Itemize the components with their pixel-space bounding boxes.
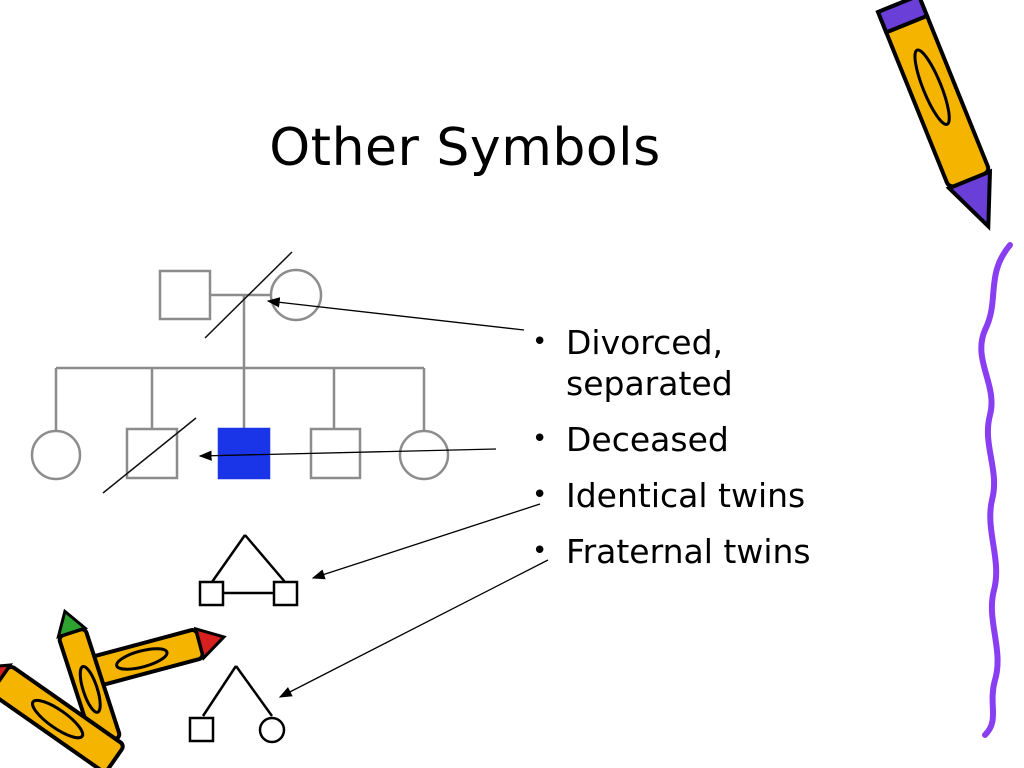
bullet-fraternal-twins: Fraternal twins: [528, 531, 908, 572]
identical-twin-square: [198, 580, 225, 607]
bullet-text: Divorced,: [566, 323, 724, 362]
arrow-identical: [311, 503, 541, 580]
divorce-slash: [204, 251, 293, 339]
arrow-divorced: [266, 297, 525, 331]
bullet-list: Divorced, separated Deceased Identical t…: [528, 322, 908, 587]
crayon-icon: [0, 663, 125, 768]
arrow-fraternal: [278, 559, 549, 698]
arrow-deceased: [198, 448, 497, 461]
twin-branch-right: [234, 665, 274, 717]
parent-female-circle: [269, 268, 323, 322]
bullet-deceased: Deceased: [528, 419, 908, 460]
pencil-icon: [875, 0, 993, 231]
twin-branch-left: [201, 665, 238, 717]
crayon-icon: [79, 626, 227, 690]
slide-title: Other Symbols: [269, 118, 661, 178]
fraternal-twin-circle: [258, 716, 286, 744]
twin-branch-left: [210, 534, 247, 583]
deceased-slash: [102, 417, 197, 494]
parent-male-square: [158, 269, 212, 321]
child-affected-square: [217, 427, 271, 480]
fraternal-twin-square: [188, 716, 215, 743]
identical-twin-square: [272, 580, 299, 607]
bullet-text: Identical twins: [566, 476, 806, 515]
twin-branch-right: [244, 534, 286, 583]
bullet-text: Deceased: [566, 420, 729, 459]
bullet-text: Fraternal twins: [566, 532, 811, 571]
squiggle-border: [978, 242, 1013, 738]
child-female-circle: [30, 429, 82, 481]
bullet-text: separated: [566, 364, 733, 403]
bullet-identical-twins: Identical twins: [528, 475, 908, 516]
child-female-circle: [398, 429, 450, 481]
bullet-divorced: Divorced, separated: [528, 322, 908, 404]
